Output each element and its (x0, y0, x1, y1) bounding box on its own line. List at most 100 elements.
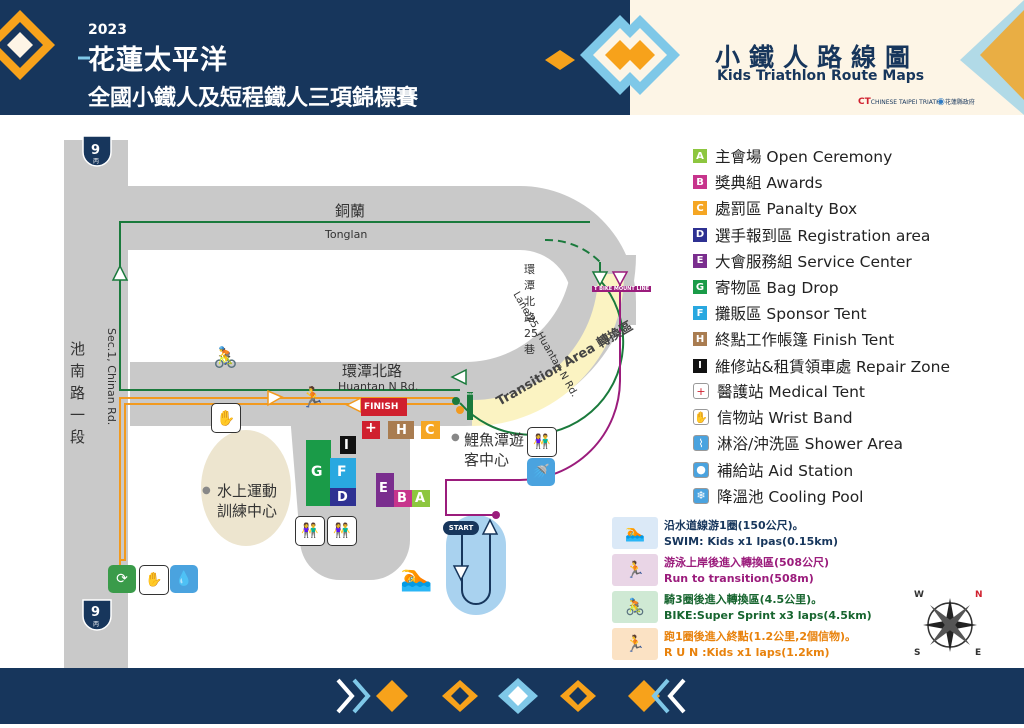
liyutan-dot-icon: ● (451, 432, 460, 443)
legend-item-g: G 寄物區 Bag Drop (693, 276, 839, 298)
turnaround-icon-map: ⟳ (108, 565, 136, 593)
route-desc-en: BIKE:Super Sprint x3 laps(4.5km) (664, 609, 872, 622)
legend-key-c: C (693, 201, 707, 216)
wrist-band-icon: ✋ (693, 409, 709, 426)
route-9-badge-top (82, 135, 112, 167)
legend-key-a: A (693, 149, 707, 163)
shower-icon: ⌇ (693, 435, 709, 452)
zone-letter-a: A (415, 491, 426, 506)
zone-letter-d: D (337, 490, 348, 505)
legend-icon-label: 降溫池 Cooling Pool (717, 487, 864, 506)
start-label: START (443, 521, 479, 535)
restroom-icon-map-2: 👫 (295, 516, 325, 546)
legend-key-e: E (693, 253, 707, 268)
legend-icon-item: ⌇ 淋浴/沖洗區 Shower Area (693, 432, 903, 454)
road-tonglan-zh: 銅蘭 (335, 202, 366, 220)
shower-icon-map: 🚿 (527, 458, 555, 486)
water-drop-icon: ● (693, 461, 709, 478)
route-entry: 🏃 跑1圈後進入終點(1.2公里,2個信物)。 R U N :Kids x1 lap… (612, 628, 882, 664)
legend-icon-item: +醫護站 Medical Tent (693, 380, 865, 402)
legend-label: 處罰區 Panalty Box (715, 200, 858, 219)
legend-item-e: E 大會服務組 Service Center (693, 250, 912, 272)
legend-icon-label: 淋浴/沖洗區 Shower Area (717, 435, 903, 454)
road-chinan-en: Sec.1, Chinan Rd. (105, 328, 118, 426)
transition-bike-sign: T BIKE MOUNT LINE (592, 286, 652, 292)
road-huantan-en: Huantan N Rd. (338, 380, 419, 393)
legend-label: 終點工作帳篷 Finish Tent (715, 331, 895, 350)
run-transition-icon: 🏃 (612, 554, 658, 586)
swimmer-icon-map: 🏊 (400, 563, 433, 593)
bike-icon-map: 🚴 (213, 345, 238, 369)
legend-label: 獎典組 Awards (715, 174, 823, 193)
legend-label: 寄物區 Bag Drop (715, 279, 839, 297)
route-9-badge-bottom (82, 599, 112, 631)
snowflake-icon: ❄ (693, 487, 709, 504)
legend-key-g: G (693, 280, 707, 294)
legend-icon-item: ❄ 降溫池 Cooling Pool (693, 485, 864, 507)
liyutan-visitor-center-label: 鯉魚潭遊客中心 (464, 431, 525, 469)
route-entry: 🚴騎3圈後進入轉換區(4.5公里)。BIKE:Super Sprint x3 l… (612, 591, 882, 627)
county-logo: ◉花蓮縣政府 (937, 97, 975, 107)
route-desc-zh: 游泳上岸後進入轉換區(508公尺) (664, 556, 830, 569)
header-right-decoration (630, 0, 1024, 115)
compass-s: S (914, 648, 921, 658)
event-year: 2023 (88, 22, 127, 38)
zone-letter-h: H (396, 423, 407, 438)
zone-letter-c: C (425, 423, 435, 438)
route-desc-zh: 沿水道線游1圈(150公尺)。 (664, 519, 804, 532)
legend-key-b: B (693, 175, 707, 190)
map-title-zh: 小鐵人路線圖 (715, 43, 920, 72)
route-9-number-bottom: 9 (91, 605, 101, 620)
wrist-band-icon-map-2: ✋ (139, 565, 169, 595)
run-route-line (119, 397, 455, 570)
footer-bar (0, 668, 1024, 724)
ctta-logo-text: CHINESE TAIPEI TRIATHLON ASSOCIATION (870, 99, 941, 106)
legend-item-c: C 處罰區 Panalty Box (693, 197, 857, 219)
transition-route-line (445, 278, 621, 516)
zone-letter-g: G (311, 464, 323, 480)
route-desc-en: R U N :Kids x1 laps(1.2km) (664, 646, 830, 659)
run-icon: 🏃 (612, 628, 658, 660)
road-lane25-zh: 環潭北路25巷 (524, 263, 538, 356)
map-title-en: Kids Triathlon Route Maps (717, 68, 925, 84)
road-tonglan-en: Tonglan (325, 228, 368, 241)
route-desc-zh: 跑1圈後進入終點(1.2公里,2個信物)。 (664, 630, 857, 643)
route-entry: 🏊 沿水道線游1圈(150公尺)。 SWIM: Kids x1 lpas(0.15k… (612, 517, 882, 553)
legend-key-f: F (693, 306, 707, 321)
water-sports-center-area (201, 430, 291, 546)
route-desc-zh: 騎3圈後進入轉換區(4.5公里)。 (664, 593, 823, 606)
legend-icon-label: 信物站 Wrist Band (717, 409, 853, 428)
finish-label: FINISH (364, 402, 399, 412)
route-map (64, 135, 977, 668)
water-center-dot-icon: ● (202, 485, 211, 496)
route-desc-en: Run to transition(508m) (664, 572, 814, 585)
road-huantan-zh: 環潭北路 (342, 362, 403, 380)
road-chinan-zh: 池南路一段 (70, 340, 86, 446)
event-title: 花蓮太平洋 (88, 45, 228, 76)
legend-label: 大會服務組 Service Center (715, 252, 912, 271)
county-logo-text: 花蓮縣政府 (944, 99, 975, 106)
legend-label: 維修站&租賃領車處 Repair Zone (715, 357, 951, 376)
medical-cross-icon-map: + (365, 420, 377, 436)
ctta-logo: CTCHINESE TAIPEI TRIATHLON ASSOCIATION (858, 97, 941, 107)
legend-icon-item: ●補給站 Aid Station (693, 459, 853, 481)
zone-letter-b: B (397, 491, 407, 506)
legend-item-b: B 獎典組 Awards (693, 171, 823, 193)
route-desc-en: SWIM: Kids x1 lpas(0.15km) (664, 535, 839, 548)
header-title-panel (630, 0, 1024, 115)
compass-e: E (975, 648, 982, 658)
route-entry: 🏃 游泳上岸後進入轉換區(508公尺) Run to transition(508m… (612, 554, 882, 590)
swim-route-line (461, 530, 491, 605)
swim-icon: 🏊 (612, 517, 658, 549)
route-9-sub-bottom: 丙 (93, 621, 100, 628)
legend-key-i: I (693, 358, 707, 373)
wrist-band-icon-map: ✋ (211, 403, 241, 433)
restroom-icon-map-3: 👫 (327, 516, 357, 546)
footer-decoration (336, 678, 686, 714)
compass-rose-icon (923, 598, 977, 652)
zone-blocks (306, 398, 440, 507)
legend-item-i: I 維修站&租賃領車處 Repair Zone (693, 355, 950, 377)
event-subtitle: 全國小鐵人及短程鐵人三項錦標賽 (88, 86, 419, 111)
